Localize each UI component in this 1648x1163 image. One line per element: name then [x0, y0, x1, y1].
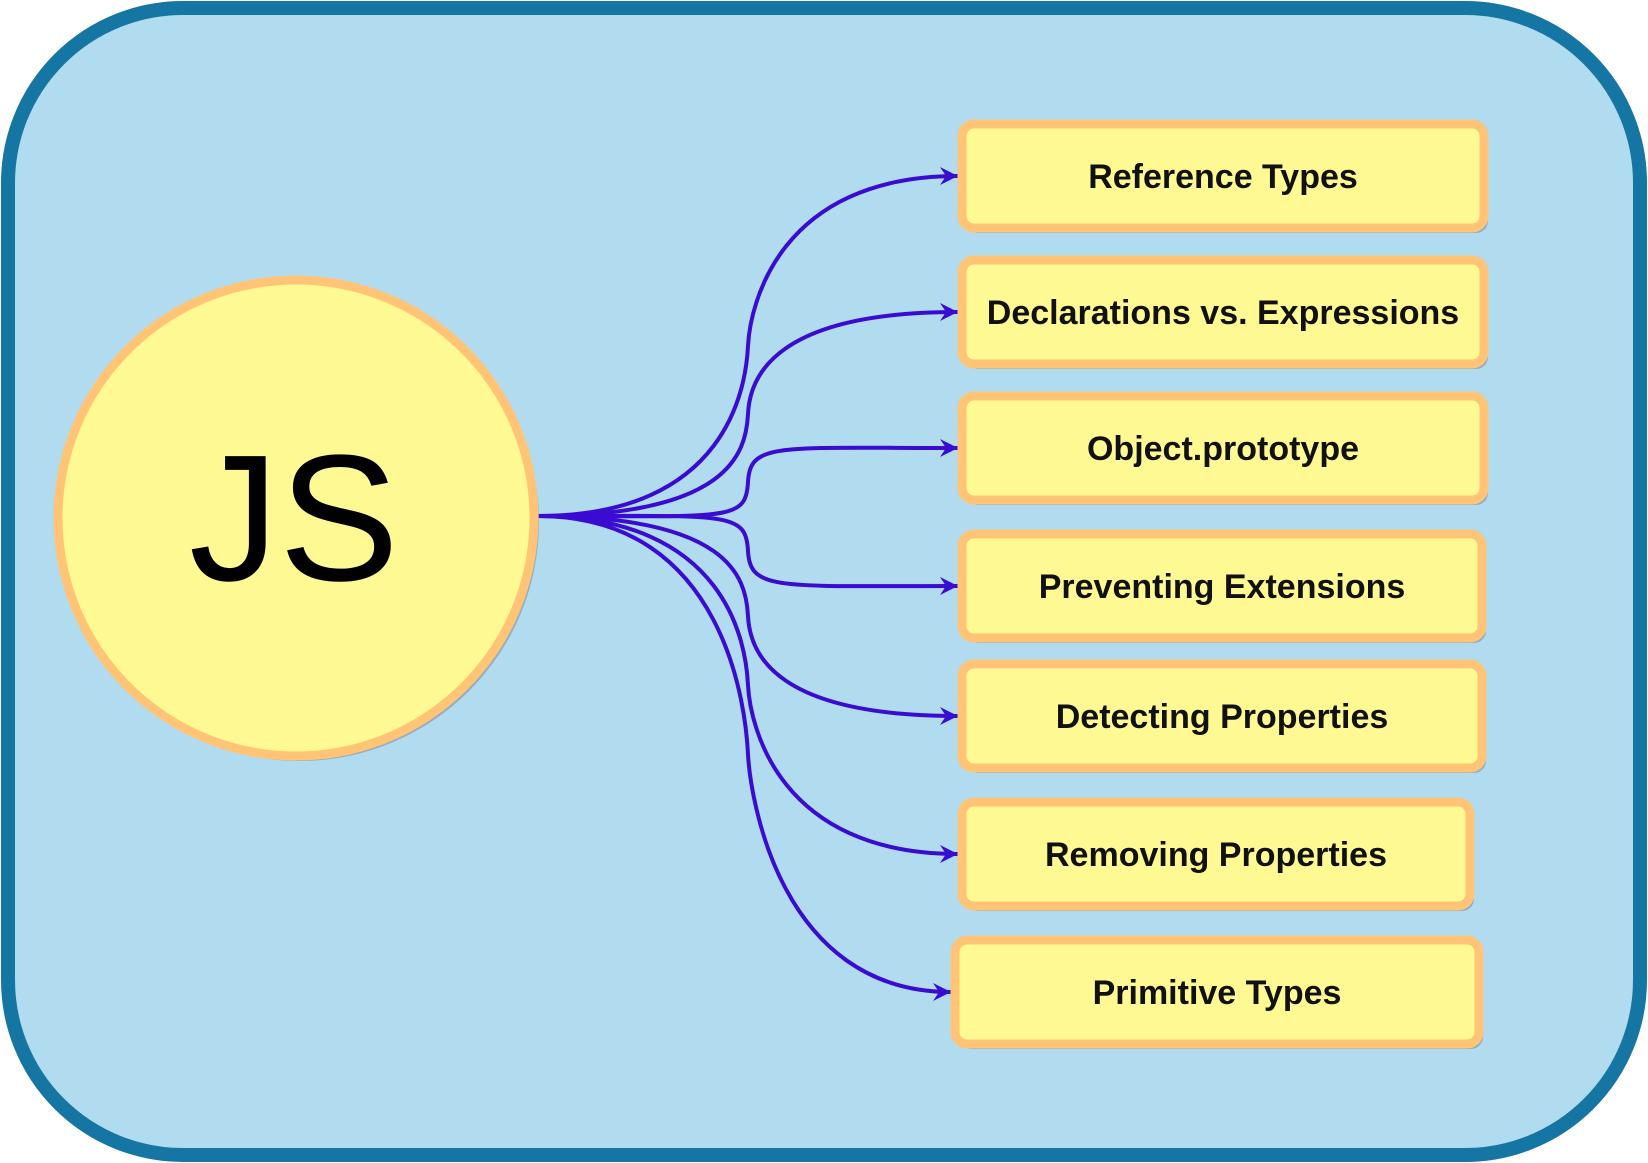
- topic-node-object-prototype[interactable]: Object.prototype: [957, 391, 1489, 505]
- edge-to-removing-properties: [537, 514, 959, 863]
- topic-node-box: [957, 391, 1489, 505]
- topic-node-box: [957, 797, 1475, 911]
- topic-node-reference-types[interactable]: Reference Types: [957, 119, 1489, 233]
- edge-to-reference-types: [537, 167, 959, 518]
- topic-node-removing-properties[interactable]: Removing Properties: [957, 797, 1475, 911]
- topic-node-primitive-types[interactable]: Primitive Types: [950, 935, 1484, 1049]
- topic-node-label: Primitive Types: [1093, 974, 1342, 1012]
- center-node-label: JS: [189, 418, 399, 619]
- edge-to-detecting-properties: [537, 514, 959, 725]
- topic-node-box: [957, 255, 1489, 369]
- edge-to-primitive-types: [537, 514, 952, 1001]
- topic-node-declarations-vs-expressions[interactable]: Declarations vs. Expressions: [957, 255, 1489, 369]
- center-node-circle: [53, 275, 539, 761]
- topic-node-label: Object.prototype: [1087, 430, 1359, 468]
- topic-node-label: Declarations vs. Expressions: [987, 294, 1459, 332]
- topic-node-box: [957, 529, 1487, 643]
- edge-to-declarations-vs-expressions: [537, 303, 959, 518]
- edge-to-preventing-extensions: [537, 513, 959, 596]
- topic-node-box: [957, 119, 1489, 233]
- topic-node-box: [950, 935, 1484, 1049]
- center-node[interactable]: JS: [53, 275, 539, 761]
- topic-node-box: [957, 659, 1487, 773]
- topic-node-label: Preventing Extensions: [1039, 568, 1406, 606]
- topic-node-label: Removing Properties: [1045, 836, 1387, 874]
- topic-node-label: Reference Types: [1088, 158, 1358, 196]
- topic-node-label: Detecting Properties: [1056, 698, 1389, 736]
- topic-node-detecting-properties[interactable]: Detecting Properties: [957, 659, 1487, 773]
- topic-node-preventing-extensions[interactable]: Preventing Extensions: [957, 529, 1487, 643]
- edges-group: [537, 167, 959, 1001]
